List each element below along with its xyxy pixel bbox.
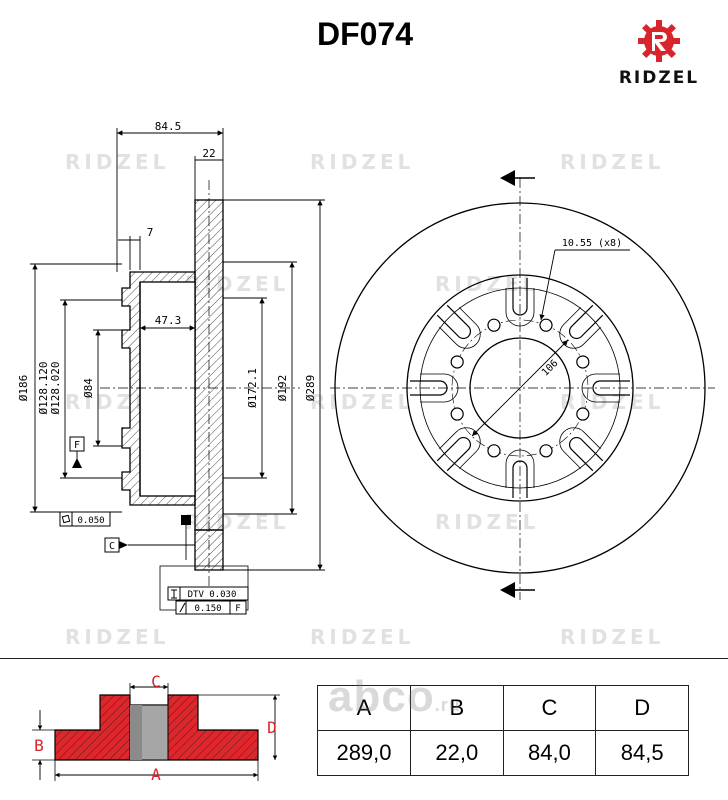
bolt-hole [487, 444, 501, 458]
spec-header-c: C [502, 685, 597, 731]
spec-header-d: D [595, 685, 689, 731]
datum-c-label: C [109, 541, 115, 552]
dimension-key-diagram: C D B A [30, 672, 280, 784]
bolt-hole [539, 444, 553, 458]
dtv-frame [167, 586, 249, 601]
watermark: RIDZEL [435, 272, 540, 296]
spec-value-c: 84,0 [502, 730, 597, 776]
dim-84-label: Ø84 [82, 378, 95, 398]
overlay-logo-suffix: .ru [434, 695, 461, 715]
key-c-label: C [151, 672, 161, 691]
spec-value-a: 289,0 [317, 730, 411, 776]
ridzel-logo-icon [638, 20, 680, 62]
dim-192-label: Ø192 [276, 375, 289, 402]
disc-cross-section [121, 199, 224, 571]
watermark: RIDZEL [310, 150, 415, 174]
key-d-label: D [267, 718, 277, 737]
dim-186-label: Ø186 [17, 375, 30, 402]
overlay-logo-text: abco [328, 672, 435, 721]
dim-47-3-label: 47.3 [155, 314, 182, 327]
pcd-label: 106 [540, 358, 561, 379]
brand-name: RIDZEL [618, 68, 700, 88]
dim-172-label: Ø172.1 [246, 368, 259, 408]
part-number-title: DF074 [316, 16, 414, 52]
spec-header-row: A B C D [317, 685, 689, 731]
overlay-logo: abco.ru [328, 672, 461, 722]
bolt-holes [450, 318, 590, 458]
bolt-hole [576, 407, 590, 421]
runout-frame [175, 600, 247, 615]
dim-128-label: Ø128.120 [37, 362, 50, 415]
spec-value-b: 22,0 [409, 730, 504, 776]
dim-7-label: 7 [147, 226, 154, 239]
technical-drawing: 84.5 22 7 47.3 Ø186 Ø128.120 Ø128.020 Ø8… [17, 120, 715, 615]
section-divider [0, 658, 728, 659]
spec-header-b: B [409, 685, 504, 731]
datum-f-label: F [74, 440, 80, 451]
spec-value-row: 289,0 22,0 84,0 84,5 [317, 730, 689, 776]
watermark: RIDZEL [560, 150, 665, 174]
key-b-label: B [34, 736, 44, 755]
dim-128b-label: Ø128.020 [49, 362, 62, 415]
bolt-hole [487, 318, 501, 332]
bolt-hole [576, 355, 590, 369]
watermark: RIDZEL [310, 625, 415, 649]
key-a-label: A [151, 765, 161, 784]
dim-84-5-label: 84.5 [155, 120, 182, 133]
holes-label: 10.55 (x8) [562, 238, 622, 249]
bolt-hole [539, 318, 553, 332]
flatness-value: 0.050 [77, 516, 104, 526]
runout-value: 0.150 [194, 604, 221, 614]
watermark: RIDZEL [435, 510, 540, 534]
bolt-hole [450, 355, 464, 369]
dtv-label: DTV 0.030 [188, 590, 237, 600]
watermark: RIDZEL [65, 625, 170, 649]
runout-datum: F [235, 604, 240, 614]
dim-22-label: 22 [202, 147, 215, 160]
spec-table: A B C D 289,0 22,0 84,0 84,5 [317, 685, 689, 776]
watermark: RIDZEL [65, 150, 170, 174]
bolt-hole [450, 407, 464, 421]
watermark: RIDZEL [310, 390, 415, 414]
dim-289-label: Ø289 [304, 375, 317, 402]
watermark: RIDZEL [560, 625, 665, 649]
spec-value-d: 84,5 [595, 730, 689, 776]
